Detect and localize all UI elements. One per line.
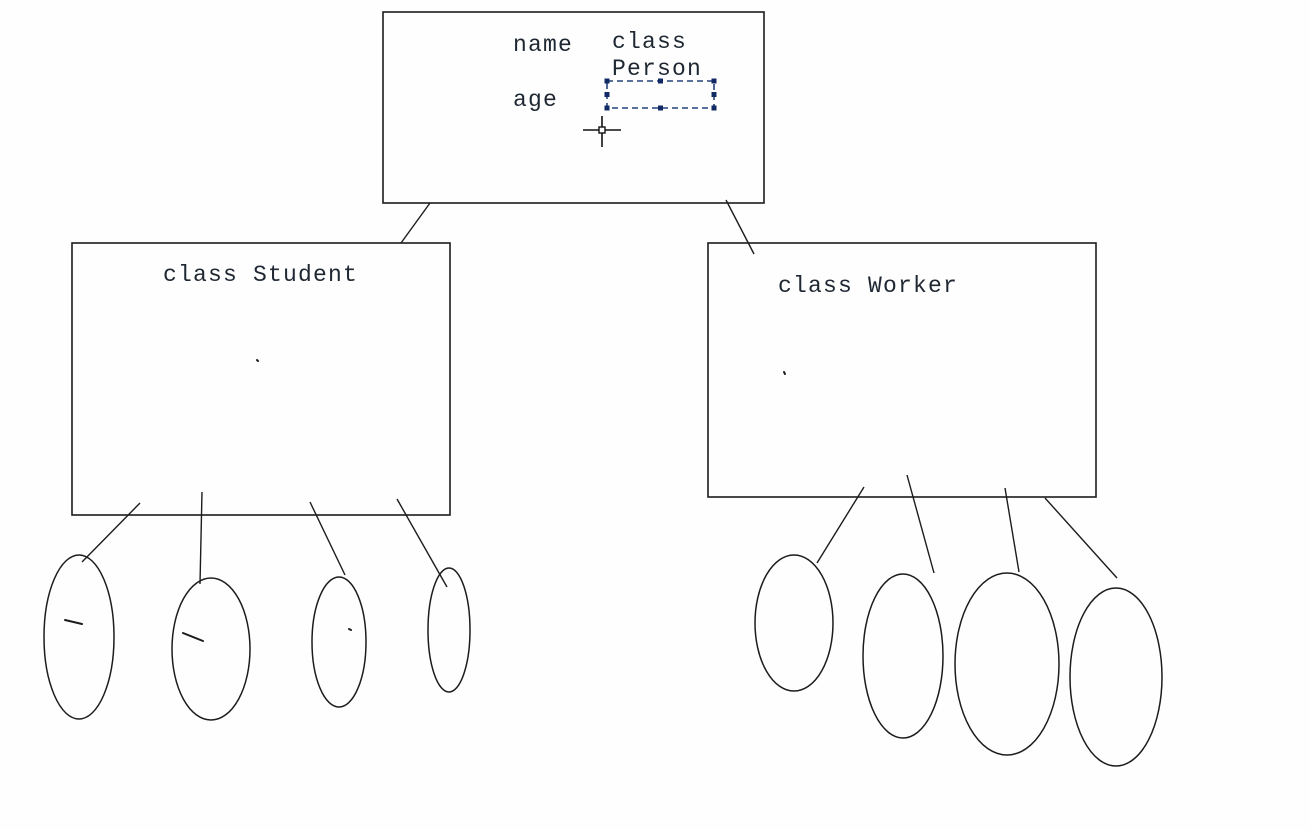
selection-grip-handle[interactable] <box>711 105 717 111</box>
edge-student-instance4[interactable] <box>396 498 448 588</box>
selection-grip-handle[interactable] <box>604 92 610 97</box>
edge-worker-instance4[interactable] <box>1044 497 1118 579</box>
selection-grip-handle[interactable] <box>711 92 717 97</box>
edge-student-instance3[interactable] <box>309 501 346 576</box>
student-instance-4[interactable] <box>427 567 471 693</box>
person-attribute-name-label[interactable]: name <box>513 32 574 58</box>
worker-instance-3[interactable] <box>954 572 1060 756</box>
edge-worker-instance3[interactable] <box>1004 487 1020 573</box>
selection-marquee[interactable] <box>606 80 715 109</box>
pen-mark-line[interactable] <box>64 619 83 625</box>
selection-grip-handle[interactable] <box>604 78 610 84</box>
selection-grip-handle[interactable] <box>604 105 610 111</box>
edge-student-instance1[interactable] <box>81 502 141 563</box>
edge-worker-instance2[interactable] <box>906 474 935 574</box>
selection-grip-handle[interactable] <box>711 78 717 84</box>
edge-student-instance2[interactable] <box>199 491 203 585</box>
worker-box[interactable] <box>707 242 1097 498</box>
student-instance-2[interactable] <box>171 577 251 721</box>
pen-mark-line[interactable] <box>182 632 204 642</box>
worker-instance-1[interactable] <box>754 554 834 692</box>
person-class-keyword-label[interactable]: class <box>612 29 688 55</box>
selection-grip-handle[interactable] <box>658 105 663 111</box>
student-box[interactable] <box>71 242 451 516</box>
student-instance-3[interactable] <box>311 576 367 708</box>
worker-instance-4[interactable] <box>1069 587 1163 767</box>
worker-instance-2[interactable] <box>862 573 944 739</box>
person-class-name-label[interactable]: Person <box>612 56 703 82</box>
crosshair-cursor-pickbox <box>598 126 606 134</box>
worker-class-label[interactable]: class Worker <box>778 273 959 299</box>
edge-person-worker[interactable] <box>725 199 755 255</box>
student-instance-1[interactable] <box>43 554 115 720</box>
person-attribute-age-label[interactable]: age <box>513 87 559 113</box>
selection-grip-handle[interactable] <box>658 78 663 84</box>
pen-mark-dot[interactable] <box>348 628 352 631</box>
student-class-label[interactable]: class Student <box>163 262 359 288</box>
pen-mark-dot[interactable] <box>256 359 259 362</box>
person-box[interactable] <box>382 11 765 204</box>
edge-worker-instance1[interactable] <box>816 486 865 564</box>
edge-person-student[interactable] <box>400 202 431 244</box>
pen-mark-dot[interactable] <box>783 371 786 375</box>
